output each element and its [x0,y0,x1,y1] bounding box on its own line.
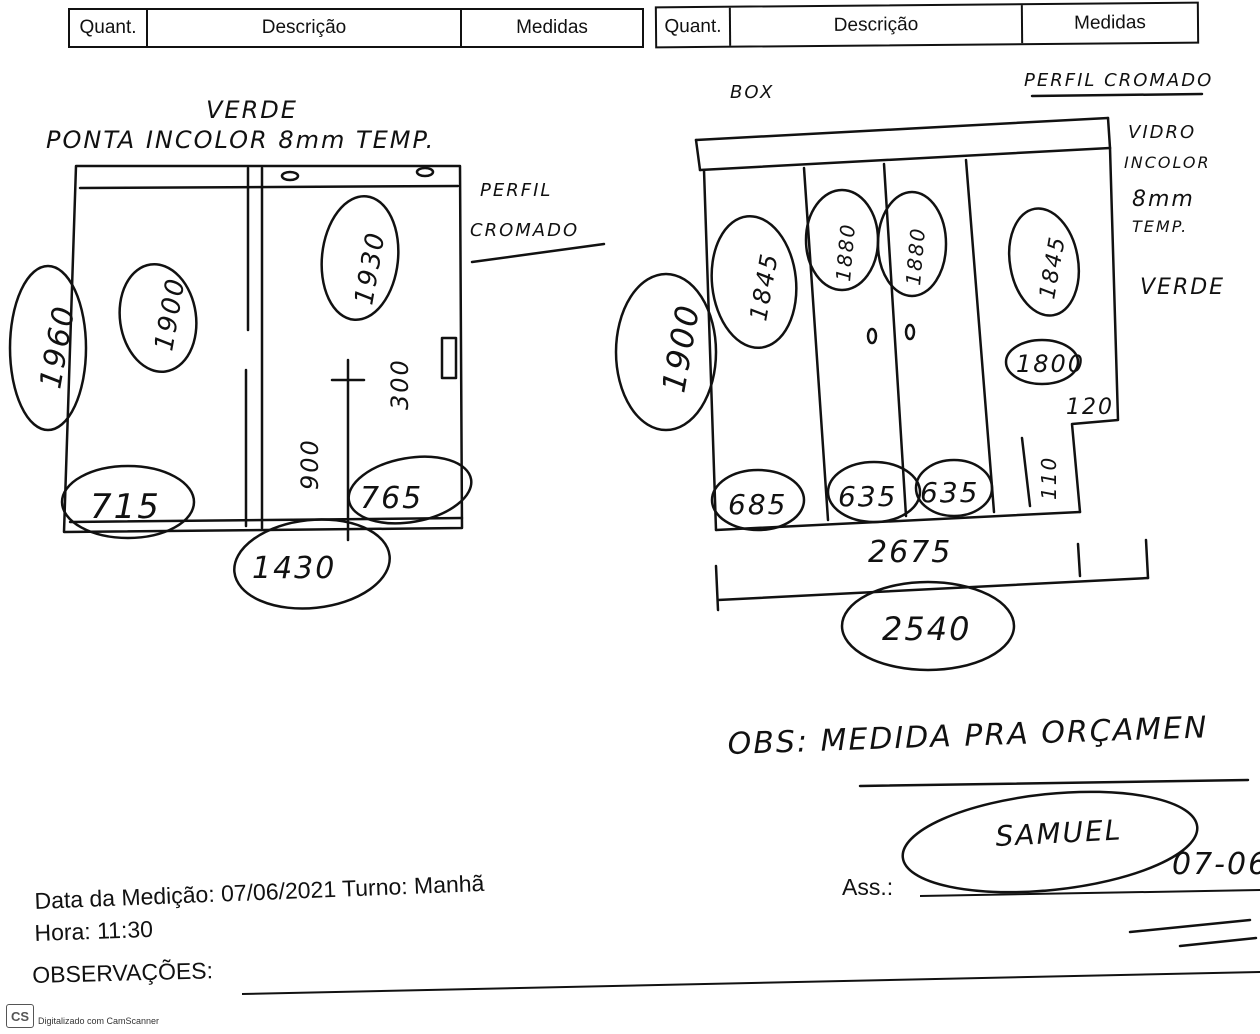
footer-observacoes-label: OBSERVAÇÕES: [32,957,214,988]
left-dim-300: 300 [386,358,414,410]
left-glass-note: PONTA INCOLOR 8mm TEMP. [46,126,435,154]
obs-note: OBS: MEDIDA PRA ORÇAMEN [727,710,1209,762]
left-width-left: 715 [90,487,161,527]
right-height-lower: 1800 [1016,350,1085,378]
right-width-3: 635 [920,476,979,509]
scanner-watermark-text: Digitalizado com CamScanner [38,1016,160,1026]
signature-date: 07-06 [1172,847,1260,882]
left-color-note: VERDE [206,96,298,124]
header-table-left: Quant. Descrição Medidas [68,8,644,48]
right-color-note: VERDE [1140,275,1225,300]
left-height-panel-b: 1930 [349,229,391,307]
right-glass-note-2: INCOLOR [1124,153,1211,172]
header-col-descricao: Descrição [148,10,462,46]
camscanner-logo-icon: CS [6,1004,34,1028]
right-width-1: 685 [728,488,787,521]
right-glass-note-3: 8mm [1132,187,1195,212]
left-width-total: 1430 [252,551,336,586]
left-height-total: 1960 [33,302,82,391]
header-col-quant: Quant. [70,10,148,46]
left-profile-note-2: CROMADO [470,220,579,241]
right-profile-note: PERFIL CROMADO [1024,70,1213,91]
right-height-panel-2: 1880 [831,222,860,283]
right-step-width: 120 [1066,395,1114,420]
left-width-right: 765 [360,481,423,516]
signature-ellipse [901,790,1199,894]
right-height-panel-4: 1845 [1035,234,1071,301]
signature-name: SAMUEL [995,813,1123,853]
right-height-panel-1: 1845 [744,250,784,323]
right-width-total-b: 2540 [882,610,971,648]
observacoes-line [241,971,1260,995]
left-shower-frame [8,164,606,610]
left-height-panel-a: 1900 [149,275,191,353]
right-width-total-a: 2675 [868,535,952,570]
left-profile-note-1: PERFIL [480,180,552,201]
right-shower-frame [614,92,1204,672]
right-glass-note-1: VIDRO [1128,122,1196,143]
right-height-panel-3: 1880 [901,226,930,287]
footer-hora-line: Hora: 11:30 [34,915,154,946]
signature-strokes [1128,918,1258,948]
footer-ass-label: Ass.: [842,874,894,900]
left-dim-900: 900 [296,438,324,490]
header-col-medidas: Medidas [516,17,588,38]
right-step-height: 110 [1037,456,1061,500]
ass-line [919,889,1260,897]
right-glass-note-4: TEMP. [1132,217,1188,236]
obs-underline [858,778,1250,788]
right-width-2: 635 [838,480,897,513]
scanner-badge: CS Digitalizado com CamScanner [6,1004,159,1028]
right-height-total: 1900 [654,301,707,396]
right-box-label: BOX [730,82,774,103]
